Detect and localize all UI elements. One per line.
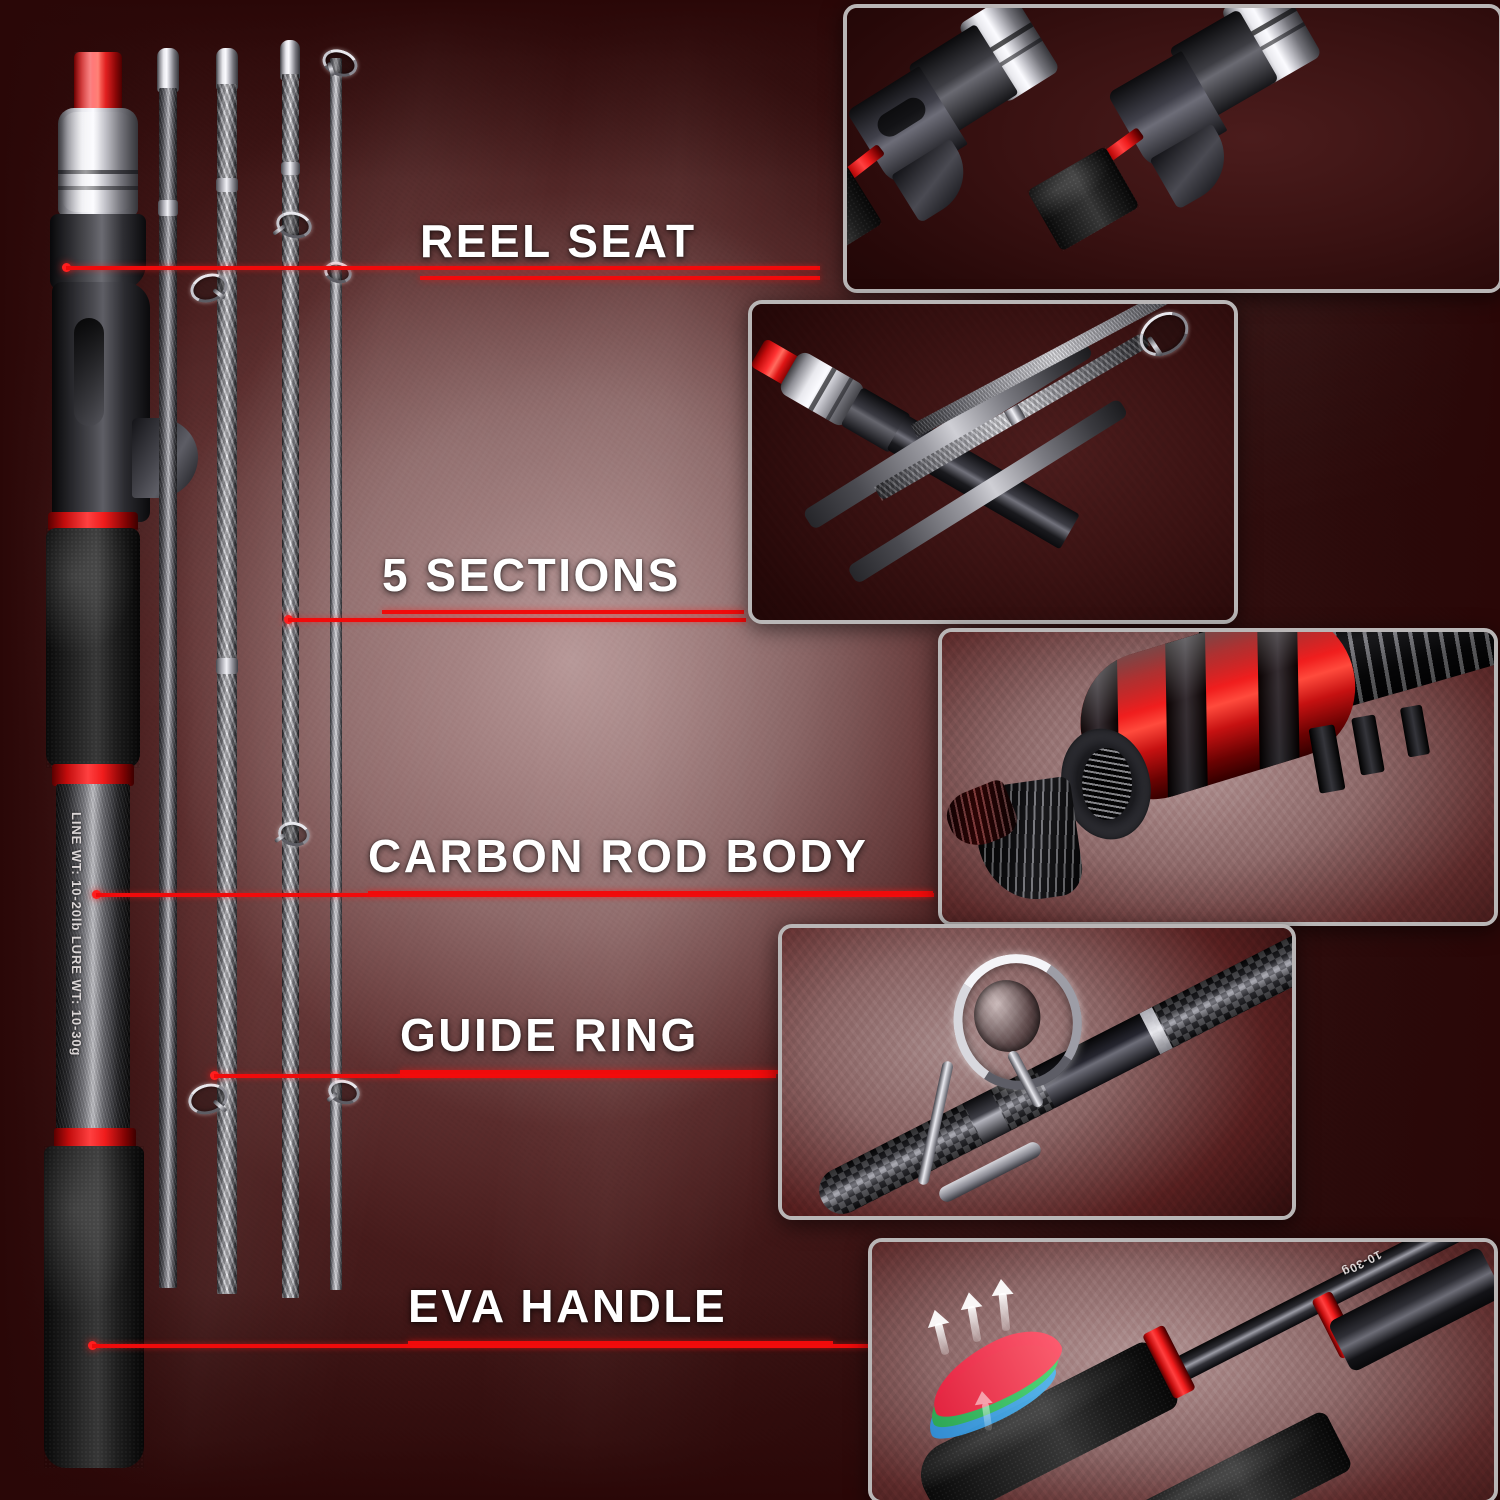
lead-line-sections [288, 618, 746, 622]
callout-underline-guide-ring [400, 1070, 780, 1074]
callout-label-eva-handle: EVA HANDLE [408, 1280, 728, 1332]
section-4-ferrule [281, 162, 300, 175]
callout-sections: 5 SECTIONS [382, 552, 744, 614]
eva-rear-grip-texture [44, 1146, 144, 1468]
section-4-weave [282, 74, 299, 1298]
callout-reel-seat: REEL SEAT [420, 218, 820, 280]
section-3-ferrule-lower [216, 658, 238, 674]
section-2-tip-cap [157, 48, 179, 92]
inset-eva-handle: 10-30g [868, 1238, 1498, 1500]
rod-blank-weave [56, 784, 130, 1146]
rod-section-3 [184, 48, 254, 1298]
lead-line-guide [214, 1074, 776, 1078]
rod-spec-print: LINE WT: 10-20lb LURE WT: 10-30g [69, 812, 84, 1057]
section-3-ferrule-upper [216, 178, 238, 192]
callout-label-reel-seat: REEL SEAT [420, 215, 697, 267]
inset-sections-texture [752, 304, 1234, 620]
trigger-grip-slot [74, 318, 104, 426]
eva-rear-grip [44, 1146, 144, 1468]
lead-line-eva [92, 1344, 870, 1348]
carbon-cut-end-inner [1082, 748, 1132, 820]
inset-reel-seat [843, 4, 1500, 293]
fore-grip-red-ring [48, 512, 138, 532]
reel-seat-collar [58, 108, 138, 216]
callout-underline-sections [382, 610, 744, 614]
inset-guide-ring [778, 924, 1296, 1220]
rod-butt-cap [74, 52, 122, 114]
inset-sections-background [752, 304, 1234, 620]
inset-sections [748, 300, 1238, 624]
section-4-blank [282, 74, 299, 1298]
mid-red-ring [52, 764, 134, 786]
callout-underline-reel-seat [420, 276, 820, 280]
section-5-weave [330, 58, 342, 1290]
section-3-tip-cap [216, 48, 238, 90]
lead-line-reel-seat [66, 266, 820, 270]
callout-guide-ring: GUIDE RING [400, 1012, 780, 1074]
section-3-blank [217, 84, 237, 1294]
callout-label-carbon-body: CARBON ROD BODY [368, 830, 869, 882]
inset-carbon-body [938, 628, 1498, 926]
rod-section-5-tip [318, 34, 374, 1304]
callout-underline-carbon-body [368, 891, 933, 895]
rod-blank-printed [56, 784, 130, 1146]
inset-guide-ring-frame [940, 942, 1095, 1102]
section-2-blank [159, 88, 177, 1288]
callout-label-guide-ring: GUIDE RING [400, 1009, 699, 1061]
section-5-blank [330, 58, 342, 1290]
section-2-weave [159, 88, 177, 1288]
section-2-ferrule [158, 200, 178, 216]
reel-seat-groove-1 [58, 170, 138, 174]
section-3-weave [217, 84, 237, 1294]
callout-eva-handle: EVA HANDLE [408, 1283, 833, 1345]
eva-fore-grip [46, 528, 140, 768]
callout-carbon-body: CARBON ROD BODY [368, 833, 933, 895]
eva-fore-grip-texture [46, 528, 140, 768]
lead-line-carbon [96, 893, 934, 897]
section-4-tip-cap [280, 40, 300, 80]
rod-section-4 [272, 40, 318, 1300]
callout-underline-eva-handle [408, 1341, 833, 1345]
rod-section-2 [150, 48, 186, 1288]
reel-seat-groove-2 [58, 186, 138, 190]
main-rod-assembly: LINE WT: 10-20lb LURE WT: 10-30g [0, 0, 230, 1500]
reel-seat-hood [50, 214, 146, 290]
callout-label-sections: 5 SECTIONS [382, 549, 681, 601]
